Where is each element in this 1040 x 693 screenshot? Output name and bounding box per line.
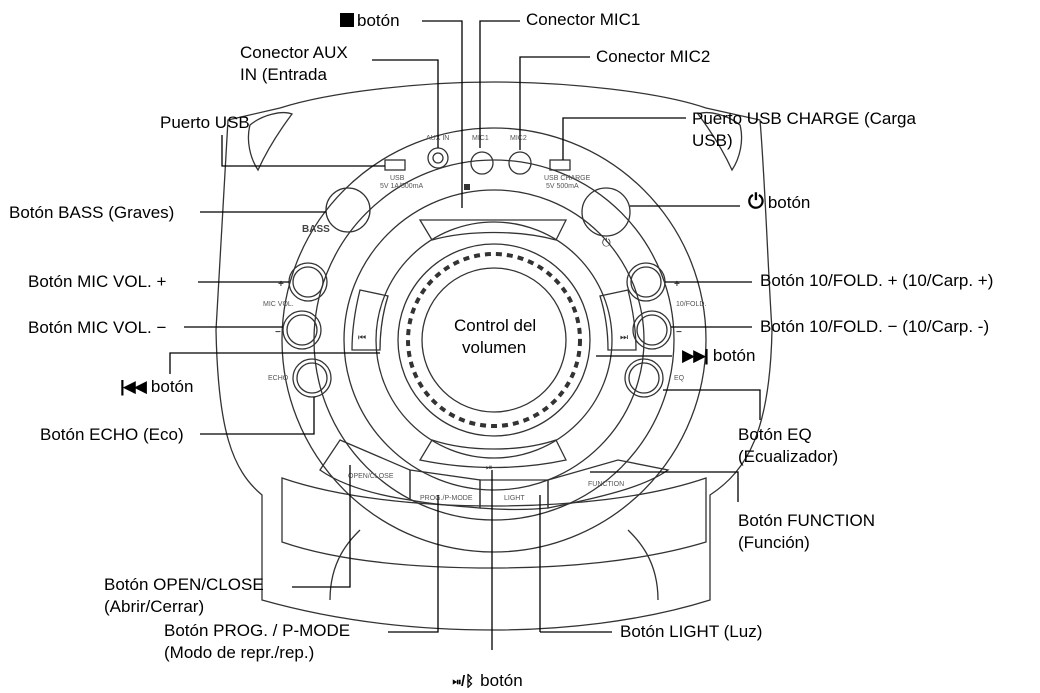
label-aux-2: IN (Entrada: [240, 65, 327, 84]
label-open-close-1: Botón OPEN/CLOSE: [104, 575, 264, 594]
label-prog-2: (Modo de repr./rep.): [164, 643, 315, 662]
label-mic-vol-minus: Botón MIC VOL. −: [28, 318, 167, 337]
device-usb-rating-text: 5V 1A/500mA: [380, 183, 424, 190]
device-light-text: LIGHT: [504, 495, 525, 502]
device-usb-text: USB: [390, 175, 405, 182]
device-usb-charge-rating-text: 5V 500mA: [546, 183, 579, 190]
mic-vol-plus-knob: [288, 262, 328, 302]
prev-segment: [351, 289, 389, 351]
label-stop: botón: [340, 10, 400, 31]
device-prog-text: PROG./P-MODE: [420, 495, 473, 502]
label-eq-1: Botón EQ: [738, 425, 812, 444]
mic1-jack: [470, 151, 494, 175]
label-mic2: Conector MIC2: [596, 47, 711, 66]
volume-knob-ring: [397, 243, 591, 437]
bottom-strip: [281, 477, 707, 569]
power-knob: [581, 187, 631, 237]
device-usb-charge-text: USB CHARGE: [544, 175, 591, 182]
stop-icon: [340, 13, 354, 27]
label-aux-1: Conector AUX: [240, 43, 348, 62]
device-mic-vol-text: MIC VOL.: [263, 301, 294, 308]
play-pause-bluetooth-icon: ⏯/ᛒ: [452, 673, 475, 690]
prog-strip: [409, 469, 481, 509]
function-strip: [547, 459, 670, 509]
leader-mic1: [479, 20, 520, 148]
mic-vol-minus-knob: [282, 310, 322, 350]
device-plus-right: +: [674, 279, 680, 290]
device-play-icon: ⏯: [486, 463, 492, 472]
leader-function: [590, 471, 739, 502]
device-plus-left: +: [278, 279, 284, 290]
device-power-icon: ⏻: [602, 237, 611, 249]
label-open-close-2: (Abrir/Cerrar): [104, 597, 205, 616]
left-handle: [247, 111, 294, 172]
eq-knob: [624, 358, 664, 398]
next-segment: [599, 289, 637, 351]
leader-echo: [200, 397, 315, 435]
device-fold-text: 10/FOLD.: [676, 301, 706, 308]
aux-jack: [427, 147, 449, 169]
label-mic1: Conector MIC1: [526, 10, 641, 29]
leader-aux: [372, 59, 439, 148]
label-bass: Botón BASS (Graves): [9, 203, 175, 222]
device-function-text: FUNCTION: [588, 481, 624, 488]
device-echo-text: ECHO: [268, 375, 289, 382]
device-open-close-text: OPEN/CLOSE: [348, 473, 394, 480]
right-handle: [696, 111, 743, 172]
label-volume-2: volumen: [462, 338, 527, 357]
device-next-icon: ⏭: [620, 332, 628, 342]
outer-ring: [281, 127, 707, 553]
label-function-2: (Función): [738, 533, 810, 552]
label-eq-2: (Ecualizador): [738, 447, 839, 466]
label-usb: Puerto USB: [160, 113, 250, 132]
volume-knob: [421, 267, 567, 413]
label-light: Botón LIGHT (Luz): [620, 622, 763, 641]
usb-charge-port: [549, 159, 571, 171]
leader-prev: [169, 352, 380, 374]
label-fold-minus: Botón 10/FOLD. − (10/Carp. -): [760, 317, 990, 336]
label-function-1: Botón FUNCTION: [738, 511, 875, 530]
label-usb-charge-1: Puerto USB CHARGE (Carga: [692, 109, 916, 128]
label-power: ⏻botón: [748, 191, 811, 213]
leader-open-close: [292, 465, 351, 588]
label-echo: Botón ECHO (Eco): [40, 425, 184, 444]
label-fold-plus: Botón 10/FOLD. + (10/Carp. +): [760, 271, 994, 290]
label-usb-charge-2: USB): [692, 131, 733, 150]
stop-segment: [418, 219, 568, 241]
echo-knob: [292, 358, 332, 398]
device-prev-icon: ⏮: [358, 332, 366, 342]
leader-mic2: [519, 56, 590, 150]
leader-eq: [663, 389, 761, 420]
leader-prog: [388, 495, 439, 633]
device-stop-icon: [464, 184, 470, 190]
mic2-jack: [508, 151, 532, 175]
play-segment: [418, 439, 567, 469]
label-next: ▶▶|botón: [682, 346, 756, 365]
device-minus-right: −: [676, 327, 682, 338]
leader-stop: [422, 20, 463, 208]
label-prog-1: Botón PROG. / P-MODE: [164, 621, 351, 640]
label-mic-vol-plus: Botón MIC VOL. +: [28, 272, 167, 291]
power-icon: ⏻: [748, 191, 764, 213]
speaker-body-outline: [215, 81, 773, 631]
bass-knob: [325, 187, 371, 233]
prev-track-icon: |◀◀: [120, 377, 147, 396]
device-eq-text: EQ: [674, 375, 685, 382]
device-minus-left: −: [275, 327, 281, 338]
label-prev: |◀◀botón: [120, 377, 194, 396]
device-bass-text: BASS: [302, 224, 330, 235]
leader-usb: [221, 135, 385, 167]
device-mic2-text: MIC2: [510, 135, 527, 142]
leader-usb-charge: [562, 117, 686, 160]
label-volume-1: Control del: [454, 316, 537, 335]
usb-port: [384, 159, 406, 171]
next-track-icon: ▶▶|: [682, 346, 709, 365]
fold-minus-knob: [632, 310, 672, 350]
